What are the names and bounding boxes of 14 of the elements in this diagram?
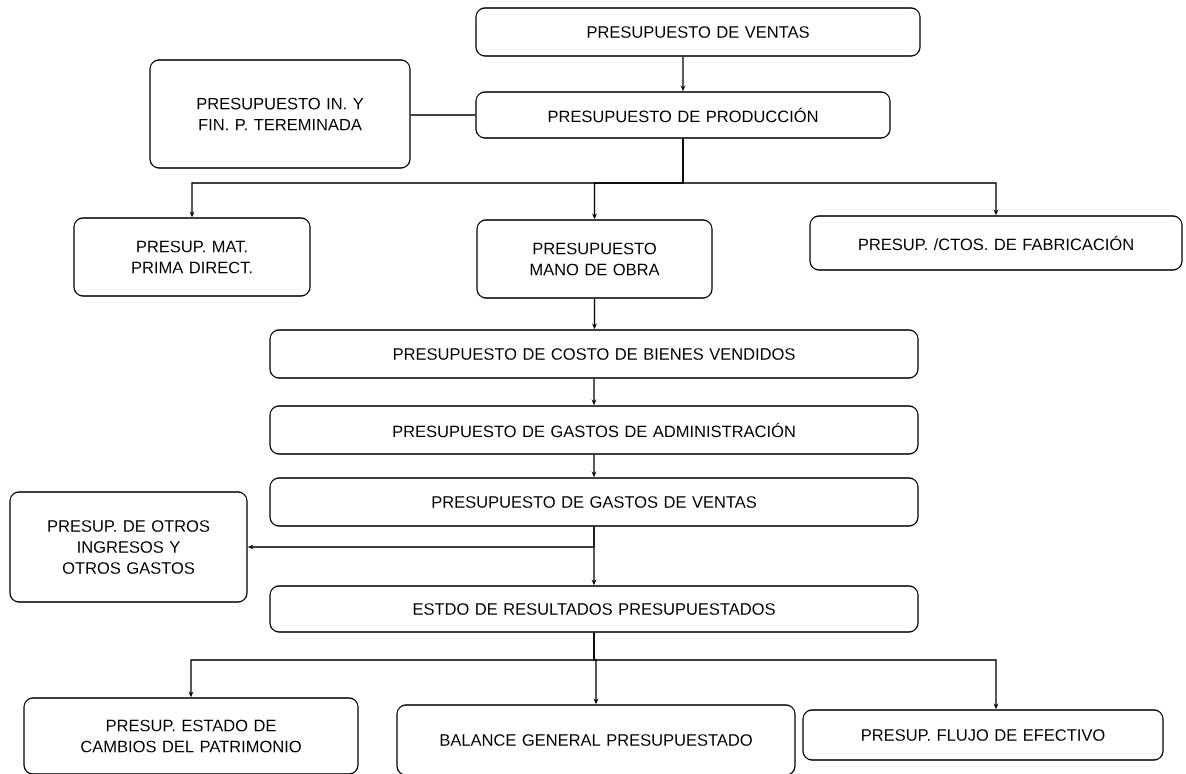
- process-box: BALANCE GENERAL PRESUPUESTADO: [396, 704, 796, 774]
- process-box: PRESUP. FLUJO DE EFECTIVO: [802, 709, 1164, 761]
- process-box: PRESUPUESTO DE PRODUCCIÓN: [475, 91, 891, 139]
- process-box: PRESUPUESTO DE VENTAS: [475, 7, 921, 57]
- process-box: PRESUPUESTO IN. Y FIN. P. TEREMINADA: [149, 59, 411, 169]
- process-box: PRESUPUESTO DE GASTOS DE ADMINISTRACIÓN: [269, 405, 919, 455]
- process-box: PRESUPUESTO DE GASTOS DE VENTAS: [269, 477, 919, 527]
- process-box: PRESUPUESTO DE COSTO DE BIENES VENDIDOS: [269, 329, 919, 379]
- process-box: PRESUP. /CTOS. DE FABRICACIÓN: [809, 215, 1183, 271]
- process-box: PRESUPUESTO MANO DE OBRA: [476, 219, 713, 299]
- process-box: ESTDO DE RESULTADOS PRESUPUESTADOS: [269, 585, 919, 633]
- process-box: PRESUP. DE OTROS INGRESOS Y OTROS GASTOS: [9, 491, 248, 603]
- process-box: PRESUP. MAT. PRIMA DIRECT.: [73, 217, 311, 297]
- process-box: PRESUP. ESTADO DE CAMBIOS DEL PATRIMONIO: [23, 697, 359, 774]
